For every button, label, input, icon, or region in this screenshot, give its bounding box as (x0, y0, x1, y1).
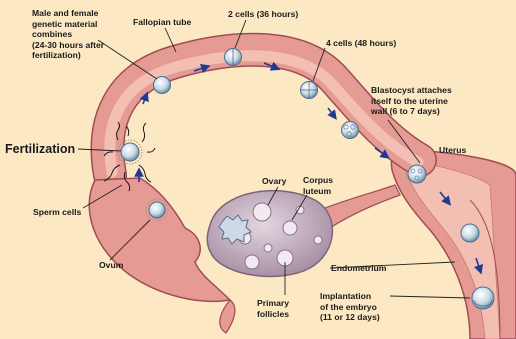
ovary (207, 191, 332, 277)
label-ovum: Ovum (99, 260, 123, 271)
label-corpus-luteum: Corpus luteum (303, 175, 333, 196)
label-sperm-cells: Sperm cells (33, 207, 81, 218)
label-implantation: Implantation of the embryo (11 or 12 day… (320, 291, 380, 323)
label-genetic-material: Male and female genetic material combine… (32, 8, 104, 61)
label-uterus: Uterus (439, 145, 466, 156)
label-four-cells: 4 cells (48 hours) (326, 38, 396, 49)
label-primary-follicles: Primary follicles (257, 298, 289, 319)
label-endometrium: Endometrium (331, 263, 386, 274)
label-ovary: Ovary (262, 176, 286, 187)
label-fallopian-tube: Fallopian tube (133, 17, 191, 28)
label-blastocyst: Blastocyst attaches itself to the uterin… (371, 85, 452, 117)
label-two-cells: 2 cells (36 hours) (228, 9, 298, 20)
page-title: Fertilization (5, 142, 75, 156)
